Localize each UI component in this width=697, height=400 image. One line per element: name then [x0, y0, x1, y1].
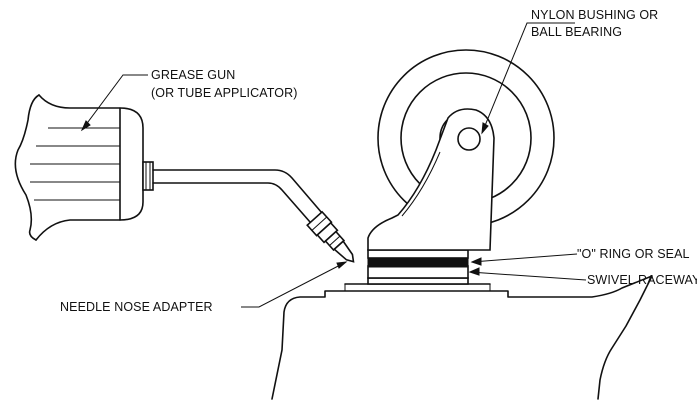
swivel-top-plate [367, 249, 469, 259]
label-grease-gun-line1: GREASE GUN [151, 68, 235, 82]
grease-tube [152, 169, 323, 223]
label-o-ring: "O" RING OR SEAL [577, 247, 690, 261]
label-bushing-line2: BALL BEARING [531, 25, 622, 39]
needle-nose-adapter [306, 210, 355, 263]
axle-bushing [457, 127, 481, 151]
grease-gun-coupling [142, 161, 154, 191]
label-bushing-line1: NYLON BUSHING OR [531, 8, 658, 22]
label-needle-nose: NEEDLE NOSE ADAPTER [60, 300, 213, 314]
swivel-raceway [367, 265, 469, 285]
grease-gun-body [14, 94, 144, 241]
mounting-surface [271, 275, 653, 400]
label-swivel-raceway: SWIVEL RACEWAY [587, 273, 697, 287]
labels: GREASE GUN (OR TUBE APPLICATOR) NYLON BU… [60, 8, 697, 314]
label-grease-gun-line2: (OR TUBE APPLICATOR) [151, 86, 297, 100]
o-ring-seal [367, 257, 469, 268]
leader-lines [80, 22, 587, 308]
